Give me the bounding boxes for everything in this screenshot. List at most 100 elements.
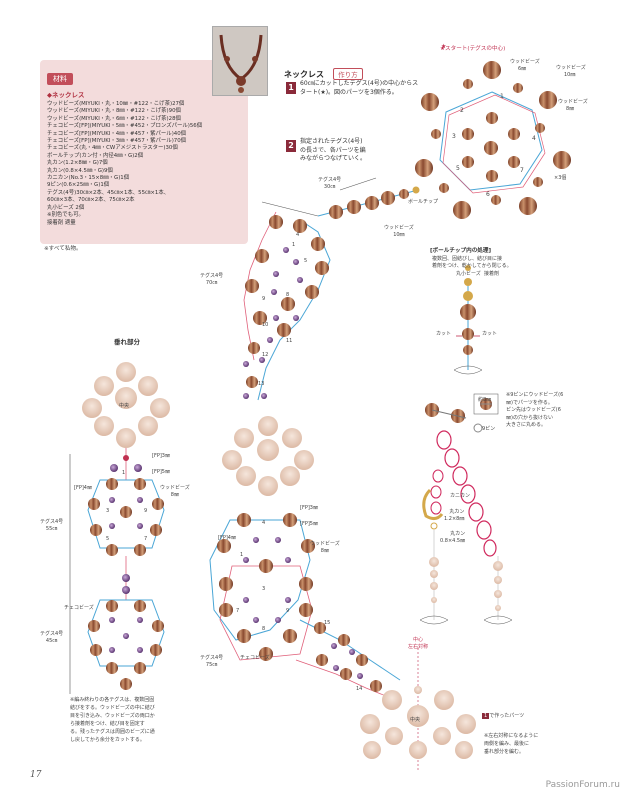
necklace-photo-icon xyxy=(213,27,267,95)
svg-text:13: 13 xyxy=(258,381,264,387)
lobster-clasp-icon xyxy=(422,488,444,521)
wood-bead-10mm xyxy=(453,201,471,219)
wood-bead-10mm xyxy=(553,151,571,169)
material-line: ボールチップ(カン付・内径4㎜・G)2個 xyxy=(47,152,144,159)
material-line: 丸小ビーズ 2個 xyxy=(47,204,85,211)
svg-text:5: 5 xyxy=(456,165,460,172)
ghost-flower-bottom xyxy=(360,686,476,759)
svg-text:9: 9 xyxy=(144,508,147,514)
page-number: 17 xyxy=(30,770,42,780)
material-line: テグス(4号)30㎝×2本、45㎝×1本、55㎝×1本、 xyxy=(47,189,170,196)
necklace-header: ネックレス 作り方 xyxy=(284,62,363,81)
ball-tip-icon xyxy=(464,278,472,286)
svg-text:2: 2 xyxy=(460,107,464,114)
material-line: ウッドビーズ(MIYUKI・丸・8㎜・#122・こげ茶)90個 xyxy=(47,108,181,115)
hang-center-label: 中央 xyxy=(119,403,130,409)
step-1-text: 60㎝にカットしたテグス(4号)の中心からス タート(★)。図のパーツを3個作る… xyxy=(300,80,419,96)
chain-top-section xyxy=(261,177,420,219)
fp3-label: [FP]3㎜ xyxy=(152,453,170,459)
step-1-number: 1 xyxy=(286,82,296,94)
material-line: ※別色でも可。 xyxy=(47,212,84,219)
chain-lower-section: 4 1 3 7 8 9 xyxy=(209,513,315,661)
materials-note: ※すべて私物。 xyxy=(44,246,82,252)
pin-label: 9ピン xyxy=(482,426,496,432)
round-small-label: 丸小ビーズ xyxy=(456,271,481,277)
fp4-label: [FP]4㎜ xyxy=(74,485,92,491)
wood-bead-10mm xyxy=(415,159,433,177)
cut-left-label: カット xyxy=(436,331,452,337)
material-line: チェコビーズ[FP](MIYUKI・3㎜・#457・紫パール)70個 xyxy=(47,138,187,145)
svg-text:1: 1 xyxy=(292,242,295,248)
cut-right-label: カット xyxy=(482,331,498,337)
pin-approx-label: 約8㎜ xyxy=(478,397,492,403)
svg-text:10: 10 xyxy=(262,322,268,328)
wood-bead-10mm xyxy=(483,61,501,79)
material-line: チェコビーズ(丸・4㎜・CWアメジストラスター)30個 xyxy=(47,145,178,152)
wood-bead-10mm xyxy=(421,93,439,111)
ball-tip-box-title: [ボールチップ内の処理] xyxy=(430,248,492,254)
hanging-part-diagram: 1 3 9 5 7 xyxy=(69,362,170,694)
lower-fp4-label: [FP]4㎜ xyxy=(218,535,236,541)
ring-chain-diagram xyxy=(419,403,513,625)
material-line: ウッドビーズ(MIYUKI・丸・6㎜・#122・こげ茶)28個 xyxy=(47,115,181,122)
lower-fp5-label: [FP]5㎜ xyxy=(300,521,318,527)
svg-text:1: 1 xyxy=(122,470,125,476)
svg-text:11: 11 xyxy=(286,338,292,344)
flower-unit-diagram: ★ 1 2 3 4 5 6 7 xyxy=(415,43,571,219)
svg-text:8: 8 xyxy=(262,626,265,632)
ball-tip-box-text: 複数回、固結びし、結び目に接 着剤をつけ、乾かしてから閉じる。 xyxy=(432,256,512,269)
material-line: 接着剤 適量 xyxy=(47,219,76,226)
svg-text:14: 14 xyxy=(356,686,362,692)
svg-text:9: 9 xyxy=(286,608,289,614)
czech-label: チェコビーズ xyxy=(64,605,94,611)
glue-label: 接着剤 xyxy=(484,271,500,277)
svg-text:15: 15 xyxy=(324,620,330,626)
necklace-title: ネックレス xyxy=(284,70,324,79)
wood-bead-10mm xyxy=(539,91,557,109)
svg-text:4: 4 xyxy=(532,135,536,142)
czech2-label: チェコビーズ xyxy=(240,655,270,661)
svg-text:3: 3 xyxy=(106,508,109,514)
svg-text:5: 5 xyxy=(106,536,109,542)
chain-bottom-section: 15 14 xyxy=(295,619,419,770)
howto-badge: 作り方 xyxy=(333,68,363,80)
svg-text:8: 8 xyxy=(286,292,289,298)
material-line: チェコビーズ[FP](MIYUKI・4㎜・#457・紫パール)40個 xyxy=(47,130,187,137)
symmetry-label: 中心左右対称 xyxy=(408,637,429,650)
svg-text:3: 3 xyxy=(262,586,265,592)
material-line: 60㎝×3本、70㎝×2本、75㎝×2本 xyxy=(47,197,135,204)
materials-tag: 材料 xyxy=(47,73,73,85)
svg-text:7: 7 xyxy=(236,608,239,614)
step-2-number: 2 xyxy=(286,140,296,152)
svg-text:4: 4 xyxy=(262,520,265,526)
right-note: ※左右対称になるように 両側を編み、最後に 垂れ部分を編む。 xyxy=(484,733,539,755)
chain-main-section: 1 4 5 8 9 10 11 12 13 xyxy=(243,211,331,401)
kanikan-label: カニカン xyxy=(450,493,471,499)
times3-label: ×3個 xyxy=(554,175,567,181)
bottom-center-label: 中央 xyxy=(410,717,421,723)
left-note: ※編み終わりの各テグスは、複数回固 結びをする。ウッドビーズの中に結び 目を引き… xyxy=(70,697,155,743)
svg-text:1: 1 xyxy=(500,93,504,100)
svg-text:6: 6 xyxy=(486,191,490,198)
start-label: ★スタート(テグスの中心) xyxy=(440,46,506,52)
svg-text:4: 4 xyxy=(296,232,299,238)
svg-text:7: 7 xyxy=(520,167,524,174)
svg-text:1: 1 xyxy=(240,552,243,558)
material-line: 丸カン(1.2×8㎜・G)7個 xyxy=(47,160,108,167)
lower-fp3-label: [FP]3㎜ xyxy=(300,505,318,511)
pin-detail xyxy=(473,393,499,433)
